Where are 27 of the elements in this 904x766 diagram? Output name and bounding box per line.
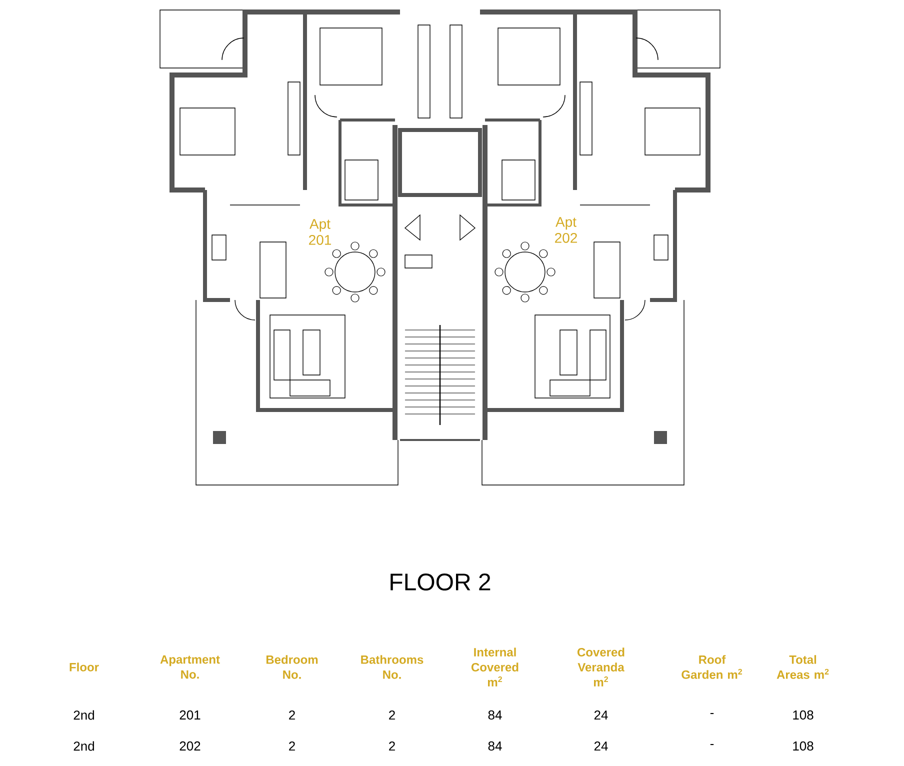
table-header: Floor — [70, 662, 99, 672]
table-cell: 2nd — [74, 710, 94, 720]
table-cell: - — [710, 744, 714, 746]
table-cell: 108 — [793, 741, 814, 751]
table-cell: 24 — [594, 710, 608, 720]
table-cell: - — [710, 713, 714, 714]
table-cell: 202 — [180, 741, 200, 751]
table-cell: 2 — [389, 741, 395, 751]
table-header: Internal Covered m$^{2}$ — [471, 648, 518, 686]
table-cell: 201 — [180, 710, 200, 720]
apartment-label: Apt 201 — [309, 219, 331, 245]
table-cell: 84 — [488, 741, 502, 751]
table-header: Bedroom No. — [266, 655, 318, 679]
table-cell: 2 — [289, 710, 295, 720]
heading: FLOOR 2 — [390, 574, 490, 590]
table-cell: 84 — [488, 710, 502, 720]
table-header: Total Areas m$^{2}$ — [776, 655, 829, 679]
table-cell: 24 — [594, 741, 608, 751]
table-cell: 108 — [793, 710, 814, 720]
table-cell: 2 — [289, 741, 295, 751]
table-header: Apartment No. — [160, 655, 220, 679]
table-cell: 2 — [389, 710, 395, 720]
table-header: Covered Veranda m$^{2}$ — [577, 648, 624, 686]
table-header: Bathrooms No. — [361, 655, 424, 679]
table-cell: 2nd — [74, 741, 94, 751]
table-header: Roof Garden m$^{2}$ — [682, 655, 742, 679]
apartment-label: Apt 202 — [555, 217, 577, 243]
